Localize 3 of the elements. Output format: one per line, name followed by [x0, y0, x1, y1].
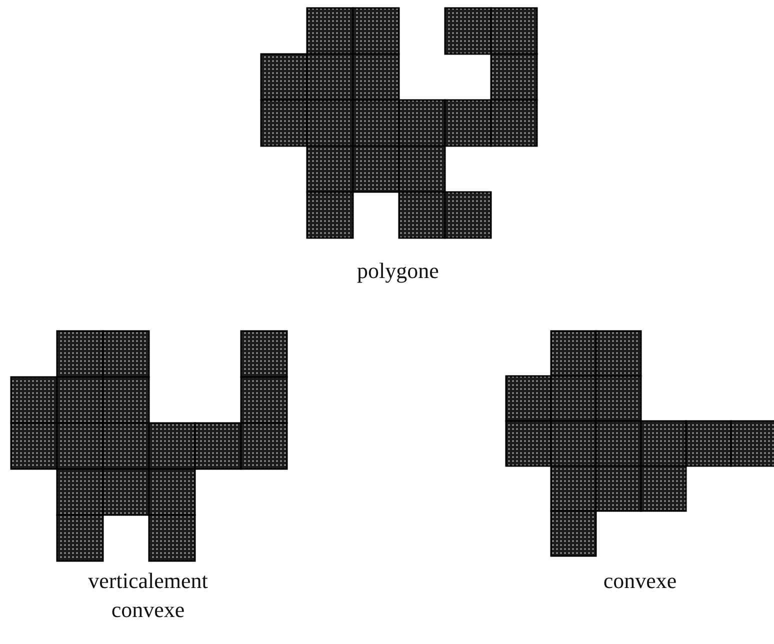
figure-caption: verticalement convexe: [87, 567, 209, 624]
figure-caption: polygone: [356, 257, 440, 285]
figure-caption: convexe: [602, 567, 678, 595]
